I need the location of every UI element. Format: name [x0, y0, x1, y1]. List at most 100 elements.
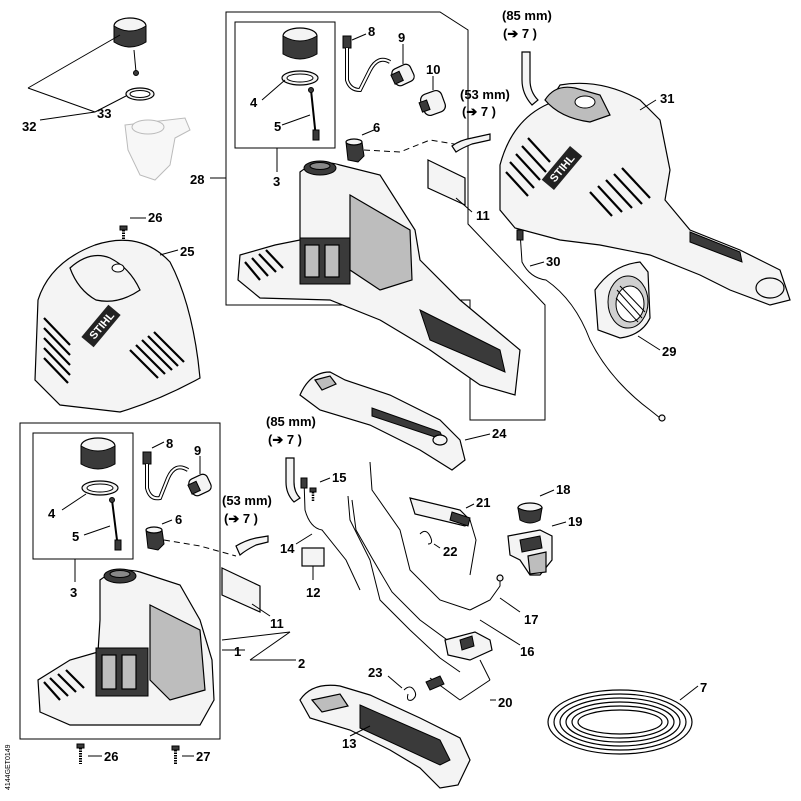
vent-valve-lower-part-6: [145, 519, 173, 551]
grommet-part-18: [517, 489, 555, 524]
callout-9-lower: 9: [194, 443, 201, 458]
cap-assembly-upper-part-4: [261, 27, 319, 101]
ground-wire-part-17: [469, 574, 521, 613]
hose-coil-part-7: [547, 685, 699, 755]
filter-lower-part-9: [187, 456, 212, 497]
spring-part-23: [387, 675, 445, 701]
leader-1-2: [221, 631, 296, 661]
cap-assembly-lower-part-4: [61, 437, 119, 511]
annotation-ref-53mm-lower: (➔ 7 ): [224, 511, 258, 526]
throttle-trigger-part-20: [429, 631, 496, 701]
annotation-85mm-lower: (85 mm): [266, 414, 316, 429]
engine-cover-part-25: STIHL: [34, 239, 201, 413]
dashed-vent-path-upper: [363, 139, 461, 153]
callout-28: 28: [190, 172, 204, 187]
dashed-vent-path-lower: [163, 539, 237, 557]
fuel-pickup-lower-part-5: [83, 497, 122, 551]
annotation-53mm-lower: (53 mm): [222, 493, 272, 508]
hose-53mm-lower: [235, 535, 269, 556]
callout-6-lower: 6: [175, 512, 182, 527]
handle-housing-part-13: [299, 684, 471, 789]
leader-32-33: [27, 34, 127, 121]
filter-upper-part-9: [390, 44, 415, 87]
fuel-pickup-upper-part-5: [281, 87, 320, 141]
fan-cowl-part-29: [594, 261, 661, 351]
annotation-85mm-upper: (85 mm): [502, 8, 552, 23]
callout-13: 13: [342, 736, 356, 751]
annotation-ref-85mm-upper: (➔ 7 ): [503, 26, 537, 41]
callout-18: 18: [556, 482, 570, 497]
bracket-part-19: [507, 521, 567, 576]
callout-6-upper: 6: [373, 120, 380, 135]
callout-32: 32: [22, 119, 36, 134]
gasket-ring-part-33: [125, 87, 155, 101]
filter-element-part-10: [418, 76, 447, 117]
annotation-ref-53mm-upper: (➔ 7 ): [462, 104, 496, 119]
callout-26-upper: 26: [148, 210, 162, 225]
callout-16: 16: [520, 644, 534, 659]
callout-20: 20: [498, 695, 512, 710]
throttle-cable-part-30: [516, 229, 666, 422]
label-plate-upper-part-11: [427, 159, 473, 213]
handle-part-24: [299, 371, 491, 471]
hose-85mm-lower: [285, 457, 301, 503]
fuel-cap-part-32: [113, 17, 147, 76]
frame-lower-tank-assembly: [19, 422, 221, 740]
callout-27: 27: [196, 749, 210, 764]
annotation-53mm-upper: (53 mm): [460, 87, 510, 102]
callout-31: 31: [660, 91, 674, 106]
fuel-line-upper-part-8: [342, 33, 392, 93]
callout-8-lower: 8: [166, 436, 173, 451]
screw-part-26-lower: [76, 743, 102, 764]
cable-part-14: [295, 477, 361, 591]
callout-19: 19: [568, 514, 582, 529]
callout-11-upper: 11: [476, 208, 490, 223]
fuel-tank-housing-lower: [37, 568, 215, 726]
callout-14: 14: [280, 541, 295, 556]
callout-3-upper: 3: [273, 174, 280, 189]
leader-31: [639, 99, 657, 111]
hose-85mm-upper: [521, 51, 539, 106]
callout-3-lower: 3: [70, 585, 77, 600]
callout-10: 10: [426, 62, 440, 77]
callout-9-upper: 9: [398, 30, 405, 45]
screw-part-26-upper: [119, 217, 146, 242]
callout-17: 17: [524, 612, 538, 627]
leader-25: [159, 249, 179, 256]
callout-7: 7: [700, 680, 707, 695]
switch-part-21: [409, 497, 477, 576]
callout-5-lower: 5: [72, 529, 79, 544]
callout-1: 1: [234, 644, 241, 659]
wiring-harness-part-16: [347, 461, 521, 673]
label-plate-lower-part-11: [221, 567, 271, 617]
callout-21: 21: [476, 495, 490, 510]
callout-30: 30: [546, 254, 560, 269]
diagram-id-text: 4144GET0149: [5, 744, 12, 790]
callout-4-upper: 4: [250, 95, 258, 110]
callout-23: 23: [368, 665, 382, 680]
callout-11-lower: 11: [270, 616, 284, 631]
screw-part-15: [309, 477, 331, 502]
fan-housing-cover-part-31: STIHL: [499, 82, 791, 306]
label-part-12: [301, 547, 325, 580]
callout-33: 33: [97, 106, 111, 121]
callout-4-lower: 4: [48, 506, 56, 521]
callout-24: 24: [492, 426, 507, 441]
callout-5-upper: 5: [274, 119, 281, 134]
callout-8-upper: 8: [368, 24, 375, 39]
fuel-tank-housing-upper: [237, 160, 521, 396]
spring-part-22: [419, 530, 441, 549]
callout-22: 22: [443, 544, 457, 559]
callout-15: 15: [332, 470, 346, 485]
callout-25: 25: [180, 244, 194, 259]
callout-2: 2: [298, 656, 305, 671]
callout-12: 12: [306, 585, 320, 600]
fuel-line-lower-part-8: [142, 441, 190, 501]
ghost-tank-outline: [124, 117, 191, 181]
screw-part-27: [171, 745, 194, 764]
vent-valve-upper-part-6: [345, 129, 375, 163]
annotation-ref-85mm-lower: (➔ 7 ): [268, 432, 302, 447]
callout-29: 29: [662, 344, 676, 359]
hose-53mm-upper: [451, 133, 491, 153]
